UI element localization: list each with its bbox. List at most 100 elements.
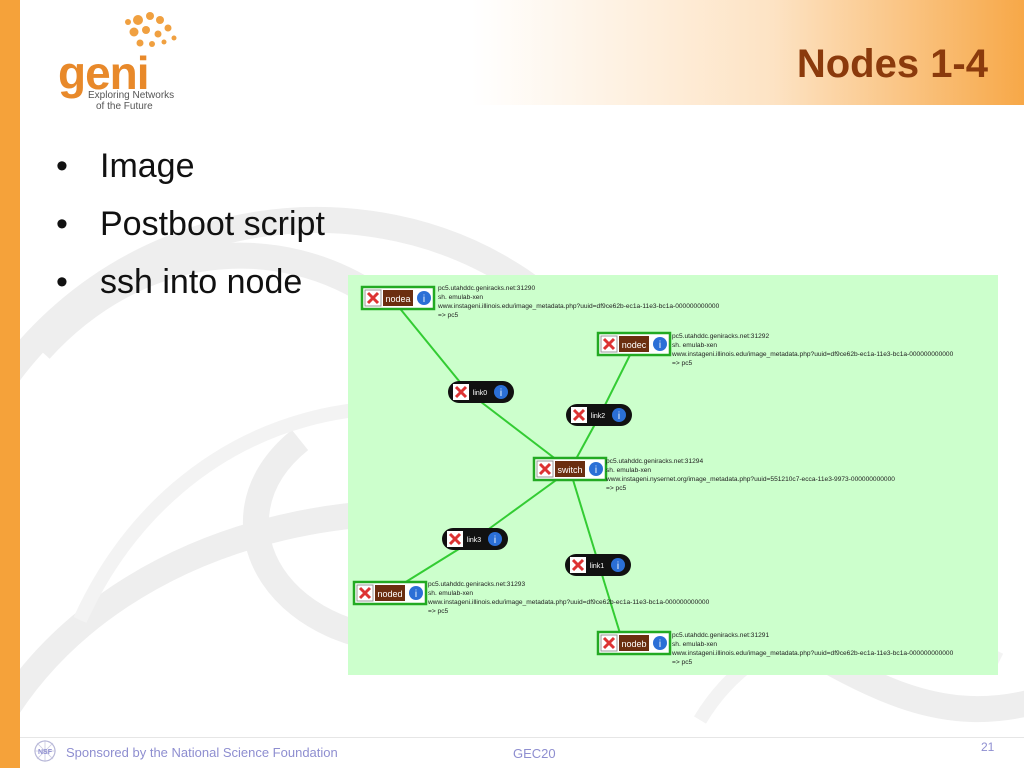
nsf-badge-text: NSF [38,749,53,756]
topology-link-link1[interactable]: link1 i [565,554,631,576]
logo-wordmark: geni [58,47,150,99]
footer-event: GEC20 [513,746,556,761]
node-info-line: www.instageni.illinois.edu/image_metadat… [427,599,710,606]
svg-text:i: i [618,411,620,422]
node-info-nodeb: pc5.utahddc.geniracks.net:31291 sh. emul… [671,632,954,666]
logo-tagline: Exploring Networks of the Future [88,90,198,112]
node-info-nodec: pc5.utahddc.geniracks.net:31292 sh. emul… [671,333,954,367]
svg-text:i: i [494,535,496,546]
edge-switch-link3 [474,469,571,540]
node-info-line: sh. emulab-xen [606,467,651,474]
info-icon[interactable]: i [488,532,502,546]
left-accent-bar [0,0,20,768]
delete-icon[interactable] [602,337,616,351]
node-label: nodeb [621,639,646,649]
node-label: nodea [385,294,410,304]
delete-icon[interactable] [602,636,616,650]
node-info-line: sh. emulab-xen [428,590,473,597]
node-info-line: => pc5 [438,312,458,319]
info-icon[interactable]: i [494,385,508,399]
info-icon[interactable]: i [612,408,626,422]
info-icon[interactable]: i [409,586,423,600]
topology-node-noded[interactable]: noded i [352,580,428,606]
node-label: nodec [622,340,647,350]
topology-background [348,275,998,675]
svg-text:i: i [595,465,597,476]
topology-canvas: nodea i pc5.utahddc.geniracks.net:31290 … [348,275,998,675]
page-number: 21 [981,740,995,754]
bullet-glyph: • [56,205,68,243]
svg-text:i: i [423,294,425,305]
header-band [20,0,1024,105]
svg-text:i: i [659,340,661,351]
node-label: noded [377,589,402,599]
node-info-line: sh. emulab-xen [438,294,483,301]
topology-link-link0[interactable]: link0 i [448,381,514,403]
logo-dots-icon [125,12,177,47]
svg-text:i: i [500,388,502,399]
bullet-text: Postboot script [100,205,325,243]
info-icon[interactable]: i [653,337,667,351]
node-info-noded: pc5.utahddc.geniracks.net:31293 sh. emul… [427,581,710,615]
node-info-line: pc5.utahddc.geniracks.net:31290 [438,285,535,292]
footer-sponsor: Sponsored by the National Science Founda… [66,745,338,760]
node-info-line: pc5.utahddc.geniracks.net:31294 [606,458,703,465]
delete-icon[interactable] [454,385,468,399]
topology-link-link3[interactable]: link3 i [442,528,508,550]
edge-nodea-link0 [392,299,469,393]
bullet-glyph: • [56,263,68,301]
info-icon[interactable]: i [653,636,667,650]
link-label: link0 [473,390,488,397]
node-info-line: => pc5 [672,360,692,367]
geni-logo: geni Exploring Networks of the Future [54,8,194,112]
info-icon[interactable]: i [611,558,625,572]
node-info-line: www.instageni.illinois.edu/image_metadat… [671,650,954,657]
bullet-item: • Postboot script [56,204,325,262]
nsf-logo-icon: NSF [34,740,56,762]
edge-link1-nodeb [598,564,624,644]
bullet-list: • Image • Postboot script •ssh into node [56,146,325,320]
node-info-line: => pc5 [672,659,692,666]
node-info-line: www.instageni.illinois.edu/image_metadat… [671,351,954,358]
bullet-item: •ssh into node [56,262,325,320]
footer-divider [20,737,1024,738]
svg-text:i: i [415,589,417,600]
bullet-item: • Image [56,146,325,204]
edge-nodec-link2 [599,344,636,416]
node-label: switch [557,465,582,475]
info-icon[interactable]: i [417,291,431,305]
node-info-line: pc5.utahddc.geniracks.net:31291 [672,632,769,639]
logo-tagline-line: Exploring Networks [88,90,175,101]
topology-node-switch[interactable]: switch i [532,456,608,482]
delete-icon[interactable] [358,586,372,600]
node-info-line: sh. emulab-xen [672,342,717,349]
link-label: link3 [467,537,482,544]
link-label: link2 [591,413,606,420]
topology-node-nodea[interactable]: nodea i [360,285,436,311]
node-info-switch: pc5.utahddc.geniracks.net:31294 sh. emul… [605,458,895,492]
node-info-line: pc5.utahddc.geniracks.net:31293 [428,581,525,588]
svg-text:i: i [617,561,619,572]
delete-icon[interactable] [366,291,380,305]
delete-icon[interactable] [448,532,462,546]
topology-link-link2[interactable]: link2 i [566,404,632,426]
info-icon[interactable]: i [589,462,603,476]
bullet-text: Image [100,147,195,185]
edge-switch-link1 [569,469,600,566]
node-info-line: www.instageni.illinois.edu/image_metadat… [437,303,720,310]
node-info-line: pc5.utahddc.geniracks.net:31292 [672,333,769,340]
slide-title: Nodes 1-4 [796,42,988,86]
node-info-line: www.instageni.nysernet.org/image_metadat… [605,476,895,483]
delete-icon[interactable] [571,558,585,572]
node-info-nodea: pc5.utahddc.geniracks.net:31290 sh. emul… [437,285,720,319]
node-info-line: => pc5 [428,608,448,615]
node-info-line: sh. emulab-xen [672,641,717,648]
node-info-line: => pc5 [606,485,626,492]
topology-node-nodec[interactable]: nodec i [596,331,672,357]
topology-node-nodeb[interactable]: nodeb i [596,630,672,656]
bullet-glyph: • [56,147,68,185]
delete-icon[interactable] [572,408,586,422]
logo-tagline-line: of the Future [96,101,153,112]
delete-icon[interactable] [538,462,552,476]
link-label: link1 [590,563,605,570]
